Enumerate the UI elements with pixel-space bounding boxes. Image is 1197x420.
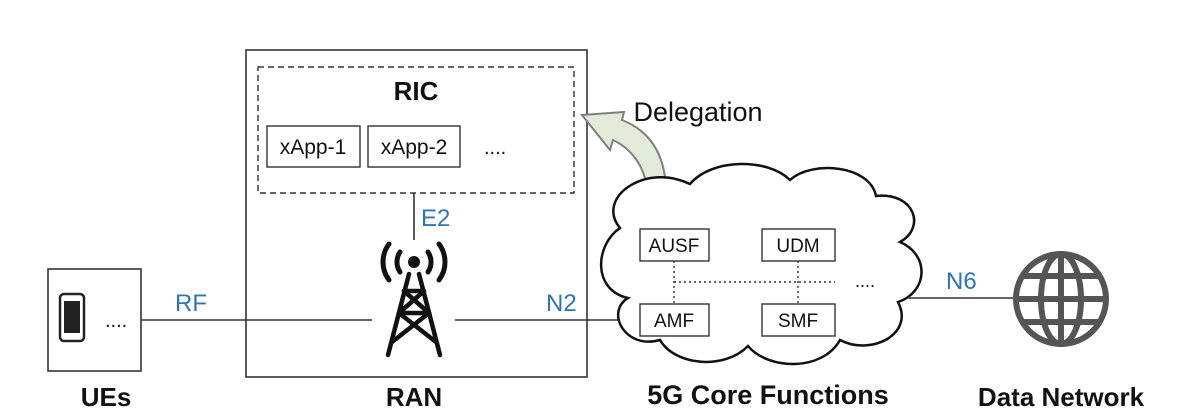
smf-label: SMF (778, 311, 818, 332)
ausf-label: AUSF (649, 236, 700, 257)
xapps-more: .... (484, 137, 506, 159)
e2-label: E2 (421, 205, 450, 232)
xapp-2-label: xApp-2 (381, 136, 448, 159)
udm-label: UDM (776, 236, 819, 257)
core-bus (673, 261, 835, 304)
data-network-label: Data Network (978, 382, 1145, 412)
n6-label: N6 (946, 268, 977, 295)
udm-box (761, 228, 836, 262)
delegation-arrow (580, 110, 668, 199)
delegation-label: Delegation (633, 97, 762, 127)
smartphone-icon (58, 292, 86, 343)
core-more: .... (855, 271, 875, 291)
ran-label: RAN (386, 382, 442, 412)
n2-label: N2 (546, 290, 577, 317)
antenna-tower-icon (380, 241, 448, 358)
globe-icon (1013, 251, 1109, 347)
xapp-1-label: xApp-1 (280, 136, 347, 159)
ran-box (245, 49, 588, 378)
ausf-box (639, 228, 710, 262)
smf-box (761, 303, 836, 337)
ues-more: .... (105, 310, 127, 332)
core-label: 5G Core Functions (647, 380, 889, 410)
xapp-1-box (266, 125, 361, 168)
rf-label: RF (175, 290, 207, 317)
xapp-2-box (367, 125, 461, 168)
ues-label: UEs (81, 382, 132, 412)
amf-box (639, 303, 710, 337)
amf-label: AMF (654, 311, 694, 332)
ric-title: RIC (394, 76, 439, 106)
ric-box (257, 66, 575, 194)
